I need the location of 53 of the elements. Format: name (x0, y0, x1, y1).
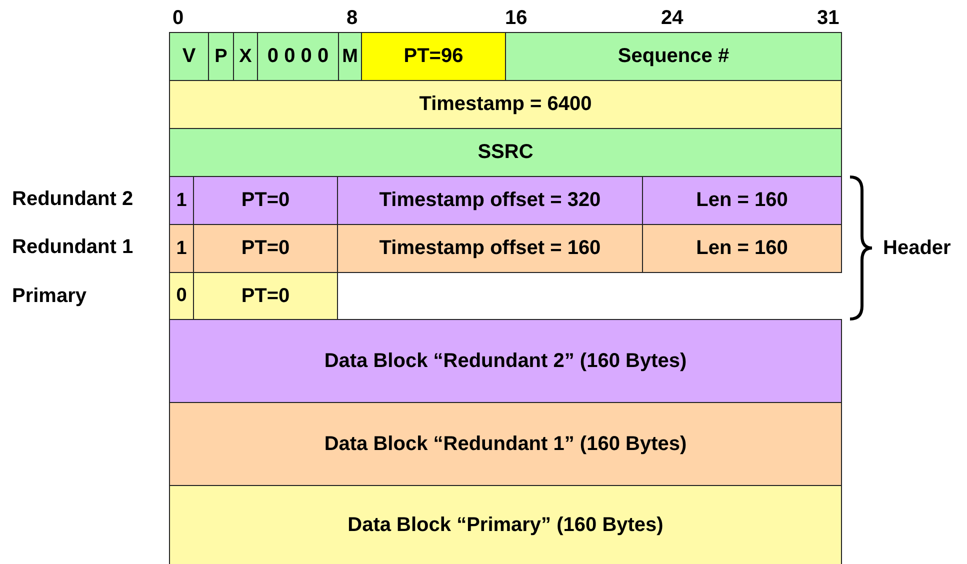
bit-number: 16 (505, 7, 528, 30)
data-block (169, 485, 842, 564)
field-text: 1 (176, 190, 187, 212)
bit-field (169, 224, 194, 273)
field-text: Timestamp = 6400 (419, 93, 592, 116)
field-text: PT=0 (241, 237, 290, 260)
bit-field (169, 176, 194, 225)
field-text: Timestamp offset = 160 (379, 237, 601, 260)
header-field (505, 32, 842, 81)
header-field (642, 224, 842, 273)
header-field (337, 224, 643, 273)
bit-field (233, 32, 258, 81)
header-field (169, 128, 842, 177)
row-label: Redundant 2 (12, 188, 134, 211)
field-text: Timestamp offset = 320 (379, 189, 601, 212)
bit-field (208, 32, 234, 81)
field-text: PT=0 (241, 284, 290, 308)
field-text: X (239, 46, 252, 68)
field-text: Data Block “Redundant 2” (160 Bytes) (324, 350, 687, 372)
bit-number: 8 (346, 7, 358, 30)
row-label: Redundant 1 (12, 236, 134, 259)
bit-number: 31 (817, 7, 840, 30)
header-field (169, 80, 842, 129)
data-block (169, 319, 842, 403)
bit-field (338, 32, 362, 81)
bit-number: 24 (661, 7, 684, 30)
bit-field (169, 272, 194, 320)
field-text: Sequence # (618, 45, 730, 68)
header-field (193, 224, 338, 273)
row-label: Primary (12, 285, 86, 308)
field-text: Data Block “Redundant 1” (160 Bytes) (324, 432, 687, 456)
field-text: Len = 160 (696, 237, 788, 260)
header-field (337, 176, 643, 225)
field-text: P (214, 46, 228, 68)
data-block (169, 402, 842, 486)
field-text: PT=96 (404, 45, 464, 68)
header-field (642, 176, 842, 225)
field-text: 0 0 0 0 (267, 45, 329, 68)
field-text: Data Block “Primary” (160 Bytes) (348, 514, 664, 537)
field-text: M (342, 46, 358, 68)
bit-number: 0 (172, 7, 184, 30)
bit-field (169, 32, 209, 81)
header-field (193, 176, 338, 225)
field-text: 1 (176, 238, 187, 260)
field-text: Len = 160 (696, 189, 788, 212)
field-text: V (182, 45, 196, 68)
field-text: PT=0 (241, 189, 290, 212)
field-text: 0 (176, 285, 187, 307)
field-text: SSRC (478, 141, 534, 164)
bit-field (257, 32, 339, 81)
header-field (193, 272, 338, 320)
header-field (361, 32, 506, 81)
brace-label: Header (883, 237, 951, 260)
